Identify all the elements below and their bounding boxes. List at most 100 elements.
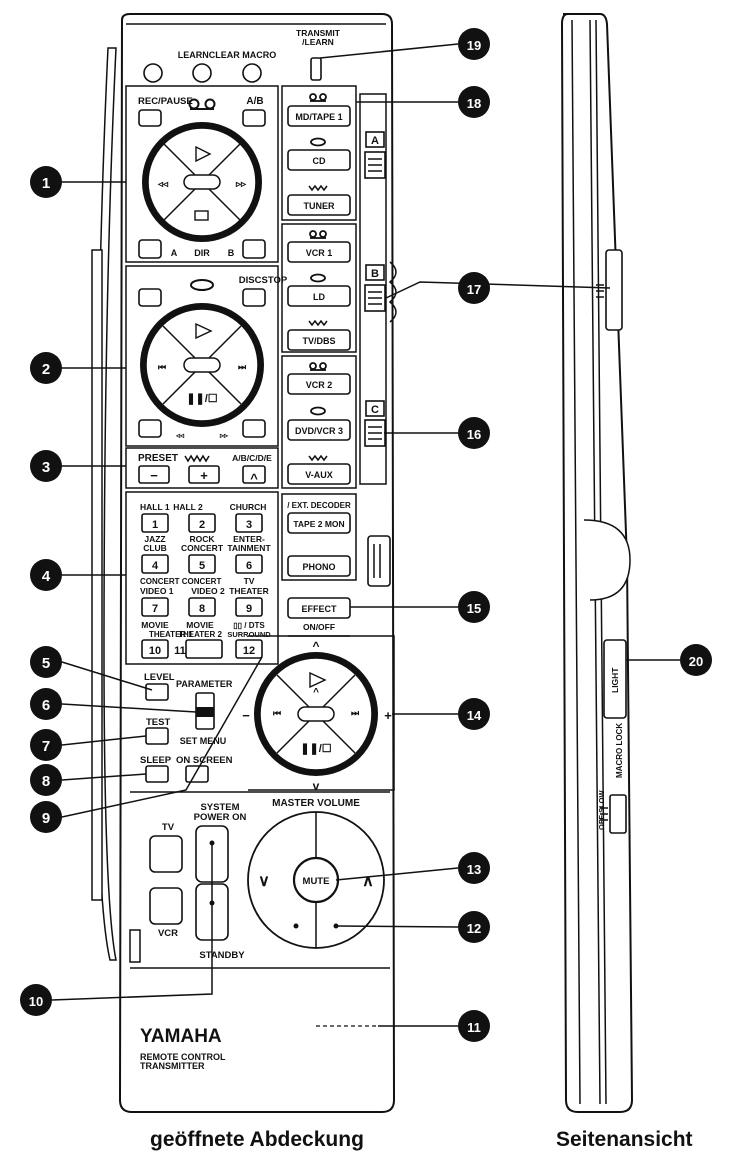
movie-theater2-label: THEATER 2 (178, 630, 222, 639)
vcr1-button[interactable] (287, 241, 351, 263)
clear-button[interactable] (192, 63, 212, 83)
movie-label-1: MOVIE (141, 620, 169, 630)
ld-button[interactable] (287, 285, 351, 307)
on-screen-button[interactable] (185, 765, 209, 783)
deck-stop-icon (194, 210, 209, 221)
disc-search-fwd-button[interactable] (242, 419, 266, 438)
dsp-5-button[interactable] (188, 554, 216, 574)
sleep-button[interactable] (145, 765, 169, 783)
dsp-7-button[interactable] (141, 597, 169, 617)
macro-lock-switch[interactable] (609, 794, 627, 834)
cursor-next-icon: ⏭ (351, 708, 360, 718)
switch-c-letter-box (365, 400, 385, 417)
num-8: 8 (199, 603, 205, 615)
rec-pause-label: REC/PAUSE (138, 96, 193, 107)
dir-a-button[interactable] (138, 239, 162, 259)
cursor-pause-stop-icon: ❚❚/☐ (300, 743, 331, 755)
deck-dpad[interactable] (142, 122, 262, 242)
disc-icon-small (310, 273, 326, 283)
learn-button[interactable] (143, 63, 163, 83)
surround-label: SURROUND (227, 630, 271, 639)
svg-text:8: 8 (42, 773, 50, 790)
test-button[interactable] (145, 727, 169, 745)
group-c-frame (281, 355, 357, 489)
cd-button[interactable] (287, 149, 351, 171)
dsp-12-button[interactable] (235, 639, 263, 659)
ext-frame (281, 493, 357, 581)
tape-icon-small (309, 362, 327, 371)
tape2mon-button[interactable] (287, 512, 351, 534)
level-button[interactable] (145, 683, 169, 701)
switch-b-letter-box (365, 264, 385, 281)
dir-b-button[interactable] (242, 239, 266, 259)
setup-buttons: LEVEL PARAMETER SET MENU TEST SLEEP ON S… (140, 672, 233, 783)
preset-plus-button[interactable] (188, 465, 220, 484)
dsp-11-button[interactable] (185, 639, 223, 659)
up-glyph: ^ (250, 471, 258, 486)
preset-label: PRESET (138, 453, 178, 464)
top-section: TRANSMIT /LEARN LEARNCLEAR MACRO (143, 28, 341, 83)
disc-search-back-button[interactable] (138, 419, 162, 438)
movie-label-2: MOVIE (186, 620, 214, 630)
dvd-vcr3-button[interactable] (287, 419, 351, 441)
preset-minus-button[interactable] (138, 465, 170, 484)
callout-14: 14 (458, 698, 490, 730)
effect-button[interactable] (287, 597, 351, 619)
svg-text:7: 7 (42, 738, 50, 755)
phono-button[interactable] (287, 555, 351, 577)
light-button[interactable] (603, 639, 627, 719)
set-menu-label: SET MENU (180, 736, 227, 746)
svg-text:10: 10 (29, 994, 43, 1009)
svg-text:11: 11 (467, 1020, 481, 1035)
b-label: B (228, 248, 235, 258)
rec-pause-button[interactable] (138, 109, 162, 127)
cursor-minus-glyph: − (242, 708, 250, 723)
dsp-frame (125, 491, 279, 665)
v-aux-button[interactable] (287, 463, 351, 485)
tape-icon-small (309, 93, 327, 102)
dsp-8-button[interactable] (188, 597, 216, 617)
macro-lock-label: MACRO LOCK (615, 723, 624, 778)
vcr-label: VCR (158, 928, 178, 939)
ab-button[interactable] (242, 109, 266, 127)
preset-abcde-button[interactable] (242, 465, 266, 484)
ent-label-1: ENTER- (233, 534, 265, 544)
dsp-10-button[interactable] (141, 639, 169, 659)
disc-dpad[interactable] (140, 303, 264, 427)
num-7: 7 (152, 603, 158, 615)
vcr-power-button[interactable] (149, 887, 183, 925)
dsp-4-button[interactable] (141, 554, 169, 574)
tuner-button[interactable] (287, 194, 351, 216)
tv-dbs-button[interactable] (287, 329, 351, 351)
vcr2-button[interactable] (287, 373, 351, 395)
dsp-2-button[interactable] (188, 513, 216, 533)
yamaha-logo: YAMAHA (140, 1026, 222, 1047)
dsp-9-button[interactable] (235, 597, 263, 617)
learn-label: /LEARN (302, 37, 334, 47)
ent-label-2: TAINMENT (227, 543, 271, 553)
dvd-vcr3-label: DVD/VCR 3 (295, 426, 343, 436)
disc-skip-button[interactable] (138, 288, 162, 307)
discstop-button[interactable] (242, 288, 266, 307)
svg-text:6: 6 (42, 697, 50, 714)
video2-label: VIDEO 2 (191, 586, 225, 596)
switch-rail (359, 93, 387, 485)
dsp-3-button[interactable] (235, 513, 263, 533)
macro-button[interactable] (242, 63, 262, 83)
side-abc-switch[interactable] (605, 249, 623, 331)
md-tape1-button[interactable] (287, 105, 351, 127)
group-b-frame (281, 223, 357, 353)
dsp-1-button[interactable] (141, 513, 169, 533)
disc-prev-icon: ⏮ (158, 362, 166, 372)
cover-latch[interactable] (367, 535, 391, 587)
callout-1: 1 (30, 166, 62, 198)
cursor-play-icon (309, 671, 327, 689)
mute-label: MUTE (303, 876, 330, 887)
tv-dbs-label: TV/DBS (302, 336, 335, 346)
test-label: TEST (146, 717, 170, 728)
svg-text:1: 1 (42, 175, 50, 192)
cursor-dpad[interactable] (254, 652, 378, 776)
dsp-6-button[interactable] (235, 554, 263, 574)
tv-power-button[interactable] (149, 835, 183, 873)
cursor-frame (248, 635, 395, 791)
